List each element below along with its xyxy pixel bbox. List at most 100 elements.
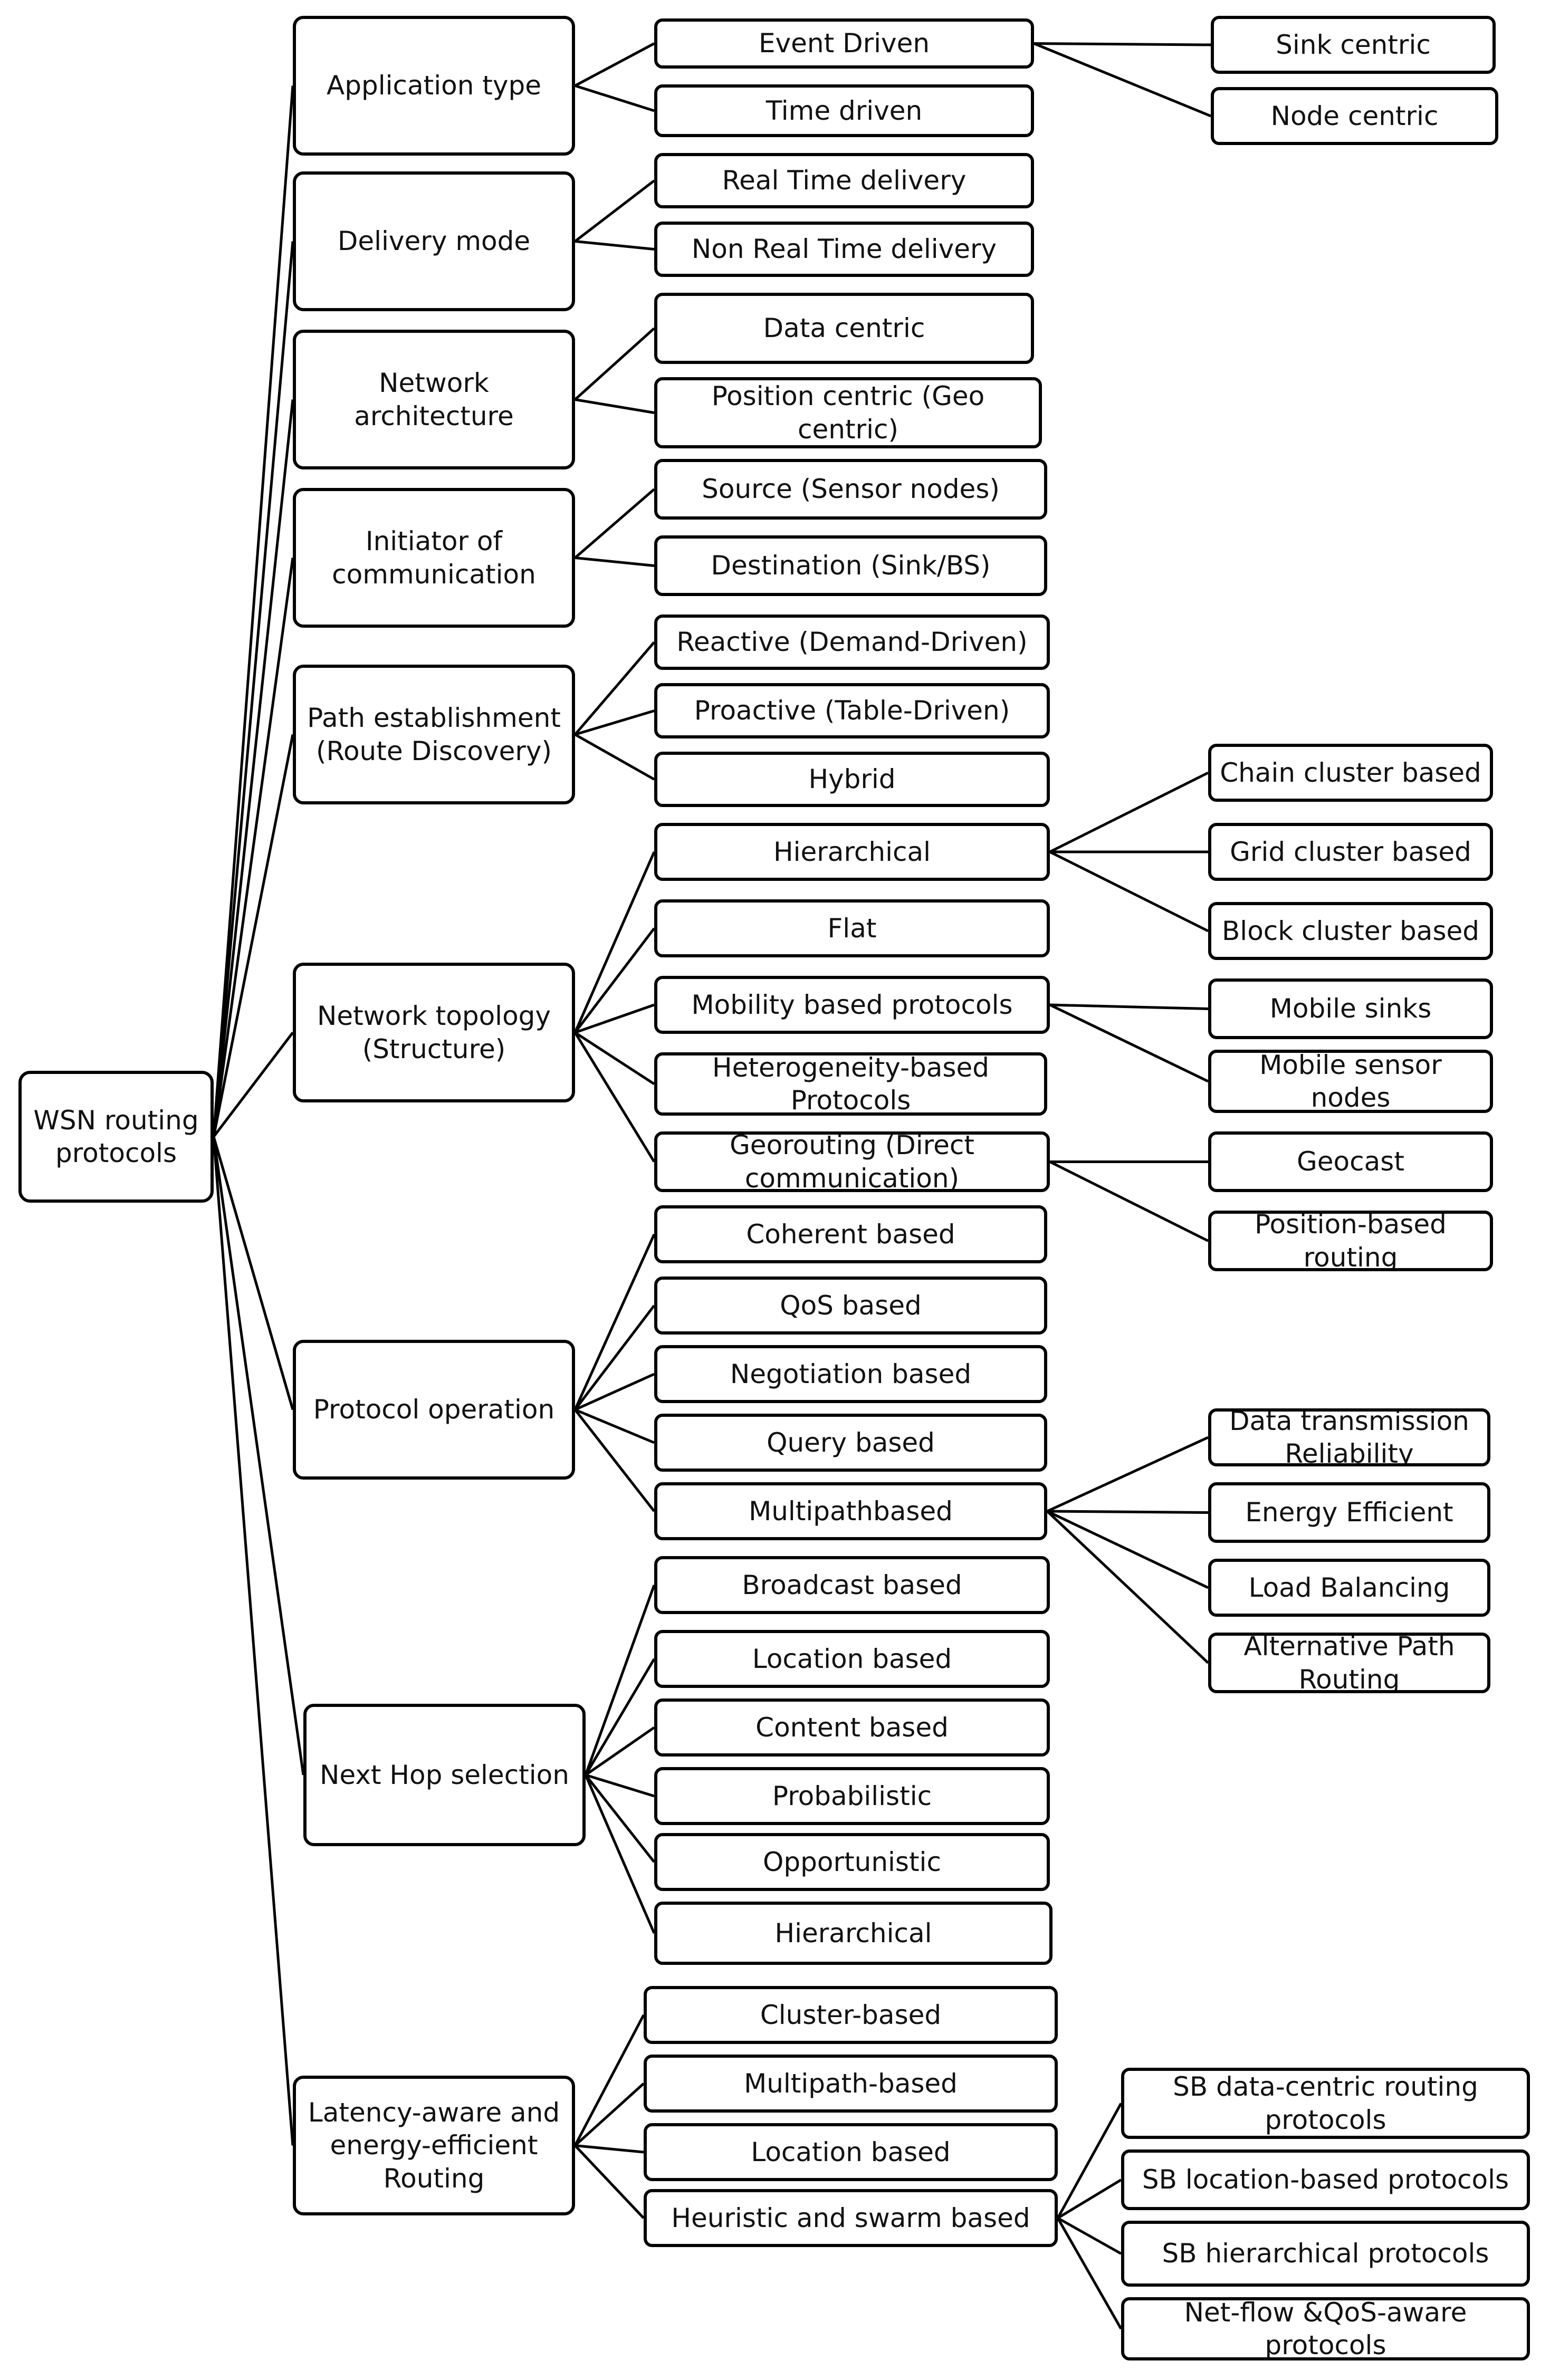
connector-c8-c8a	[584, 1585, 656, 1776]
connector-c7e-c7e2	[1047, 1510, 1209, 1514]
node-hierarchical: Hierarchical	[654, 823, 1050, 881]
connector-c9-c9d	[574, 2144, 645, 2219]
connector-c8-c8e	[585, 1774, 655, 1863]
node-mobility-based-protocols: Mobility based protocols	[654, 976, 1050, 1034]
connector-c6-c6d	[574, 1031, 655, 1086]
node-location-based: Location based	[654, 1630, 1050, 1688]
node-wsn-routing-protocols: WSN routing protocols	[18, 1071, 214, 1203]
node-data-centric: Data centric	[654, 293, 1034, 364]
node-destination-sink-bs: Destination (Sink/BS)	[654, 535, 1047, 596]
node-opportunistic: Opportunistic	[654, 1833, 1050, 1891]
node-non-real-time-delivery: Non Real Time delivery	[654, 222, 1034, 277]
node-content-based: Content based	[654, 1698, 1050, 1757]
node-sb-data-centric-routing-protocols: SB data-centric routing protocols	[1121, 2068, 1530, 2139]
connector-c7-c7c	[574, 1373, 655, 1411]
node-initiator-of-communication: Initiator of communication	[293, 488, 575, 628]
node-multipathbased: Multipathbased	[654, 1482, 1047, 1540]
connector-root-c2	[212, 241, 294, 1137]
connector-root-c5	[212, 734, 294, 1137]
node-reactive-demand-driven: Reactive (Demand-Driven)	[654, 615, 1050, 670]
connector-c7-c7d	[575, 1408, 655, 1444]
node-flat: Flat	[654, 899, 1050, 957]
connector-root-c7	[212, 1136, 294, 1410]
node-probabilistic: Probabilistic	[654, 1767, 1050, 1825]
node-georouting-direct-communication: Georouting (Direct communication)	[654, 1131, 1050, 1192]
connector-root-c6	[213, 1031, 294, 1138]
node-proactive-table-driven: Proactive (Table-Driven)	[654, 683, 1050, 738]
connector-c7-c7a	[573, 1233, 656, 1410]
connector-c6c-c6c1	[1049, 1003, 1209, 1010]
node-hybrid: Hybrid	[654, 752, 1050, 807]
node-node-centric: Node centric	[1211, 87, 1498, 145]
connector-c6a-c6a3	[1049, 850, 1209, 933]
connector-c2-c2b	[575, 240, 655, 251]
connector-c7e-c7e1	[1046, 1436, 1209, 1513]
connector-c6e-c6e2	[1049, 1160, 1209, 1242]
connector-c8-c8d	[585, 1773, 655, 1798]
node-time-driven: Time driven	[654, 84, 1034, 137]
connector-c5-c5c	[574, 733, 655, 781]
connector-c4-c4b	[575, 556, 655, 567]
connector-root-c8	[212, 1136, 305, 1776]
connector-c9-c9b	[574, 2082, 645, 2147]
connector-c9d-c9d2	[1057, 2179, 1122, 2220]
connector-c1a-c1a1	[1034, 42, 1211, 46]
connector-c2-c2a	[574, 179, 655, 243]
connector-c7-c7e	[574, 1408, 655, 1512]
connector-c4-c4a	[574, 488, 655, 559]
connector-c6-c6a	[573, 851, 656, 1033]
connector-c3-c3b	[575, 398, 655, 414]
node-geocast: Geocast	[1208, 1131, 1493, 1192]
connector-root-c4	[212, 558, 294, 1137]
connector-root-c1	[212, 85, 294, 1137]
node-position-centric-geo-centric: Position centric (Geo centric)	[654, 377, 1042, 448]
connector-c7e-c7e4	[1046, 1510, 1209, 1664]
node-sink-centric: Sink centric	[1211, 16, 1496, 74]
connector-c9d-c9d1	[1056, 2103, 1123, 2219]
node-mobile-sensor-nodes: Mobile sensor nodes	[1208, 1050, 1493, 1113]
node-event-driven: Event Driven	[654, 18, 1034, 69]
node-cluster-based: Cluster-based	[644, 1986, 1058, 2044]
connector-c8-c8b	[584, 1658, 656, 1776]
node-source-sensor-nodes: Source (Sensor nodes)	[654, 459, 1047, 520]
connector-c7-c7b	[574, 1304, 655, 1411]
node-alternative-path-routing: Alternative Path Routing	[1208, 1633, 1490, 1693]
node-hierarchical: Hierarchical	[654, 1902, 1053, 1965]
node-net-flow-qos-aware-protocols: Net-flow &QoS-aware protocols	[1121, 2297, 1530, 2360]
node-network-topology-structure: Network topology (Structure)	[293, 963, 575, 1102]
connector-c1-c1b	[575, 84, 655, 112]
connector-c6-c6b	[574, 927, 655, 1034]
node-chain-cluster-based: Chain cluster based	[1208, 744, 1493, 802]
node-next-hop-selection: Next Hop selection	[303, 1704, 586, 1846]
node-data-transmission-reliability: Data transmission Reliability	[1208, 1408, 1490, 1466]
node-coherent-based: Coherent based	[654, 1205, 1047, 1263]
node-network-architecture: Network architecture	[293, 330, 575, 469]
node-negotiation-based: Negotiation based	[654, 1345, 1047, 1403]
node-heuristic-and-swarm-based: Heuristic and swarm based	[644, 2189, 1058, 2247]
node-delivery-mode: Delivery mode	[293, 171, 575, 311]
node-block-cluster-based: Block cluster based	[1208, 902, 1493, 960]
node-query-based: Query based	[654, 1414, 1047, 1472]
node-location-based: Location based	[644, 2123, 1058, 2181]
connector-c9d-c9d3	[1057, 2216, 1122, 2255]
node-path-establishment-route-discovery: Path establishment (Route Discovery)	[293, 665, 575, 804]
connector-c6-c6c	[575, 1003, 655, 1034]
connector-c9-c9c	[575, 2144, 644, 2154]
node-qos-based: QoS based	[654, 1277, 1047, 1335]
node-protocol-operation: Protocol operation	[293, 1340, 575, 1480]
node-sb-location-based-protocols: SB location-based protocols	[1121, 2149, 1530, 2210]
node-mobile-sinks: Mobile sinks	[1208, 978, 1493, 1039]
connector-c6a-c6a1	[1049, 771, 1209, 853]
node-heterogeneity-based-protocols: Heterogeneity-based Protocols	[654, 1052, 1047, 1116]
node-sb-hierarchical-protocols: SB hierarchical protocols	[1121, 2221, 1530, 2287]
node-broadcast-based: Broadcast based	[654, 1556, 1050, 1614]
connector-c6c-c6c2	[1049, 1003, 1209, 1083]
node-real-time-delivery: Real Time delivery	[654, 153, 1034, 208]
node-application-type: Application type	[293, 16, 575, 156]
connector-c9d-c9d4	[1056, 2217, 1123, 2330]
connector-c5-c5b	[575, 709, 655, 736]
connector-c1-c1a	[574, 42, 655, 87]
connector-c7e-c7e3	[1046, 1510, 1209, 1589]
connector-c5-c5a	[574, 641, 655, 736]
